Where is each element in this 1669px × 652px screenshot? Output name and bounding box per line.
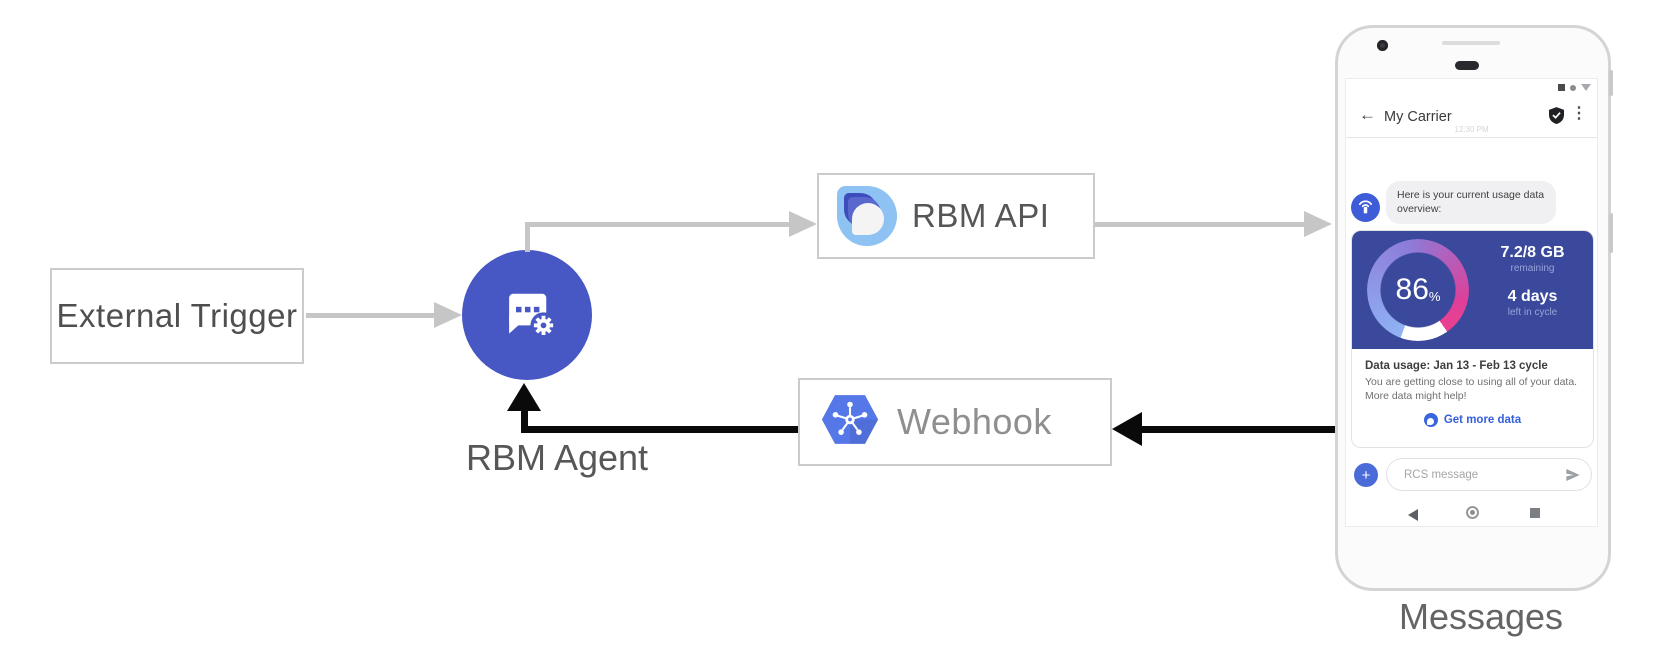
earpiece xyxy=(1455,61,1479,70)
power-button[interactable] xyxy=(1609,70,1613,96)
arrow-phone-to-webhook-line xyxy=(1142,426,1335,433)
arrow-trigger-to-agent-head xyxy=(434,302,462,328)
remaining-label: remaining xyxy=(1510,263,1555,274)
rbm-agent-node xyxy=(462,250,592,380)
usage-rich-card: 86% 7.2/8 GB remaining 4 days left in cy… xyxy=(1351,230,1594,448)
webhook-box: Webhook xyxy=(798,378,1112,466)
get-more-data-button[interactable]: Get more data xyxy=(1365,413,1580,428)
conversation-title: My Carrier xyxy=(1384,109,1452,125)
rcs-message-input[interactable] xyxy=(1402,467,1546,482)
agent-message-bubble: Here is your current usage data overview… xyxy=(1386,181,1556,224)
cycle-days-value: 4 days xyxy=(1507,288,1558,305)
usage-percent: 86% xyxy=(1395,273,1441,306)
usage-gauge-panel: 86% 7.2/8 GB remaining 4 days left in cy… xyxy=(1352,231,1593,349)
rbm-api-logo-icon xyxy=(837,186,897,246)
antenna-icon xyxy=(1355,195,1376,221)
attach-plus-button[interactable]: + xyxy=(1354,463,1378,487)
message-composer xyxy=(1386,458,1592,491)
webhook-label: Webhook xyxy=(897,401,1052,442)
status-screenshot-icon xyxy=(1558,84,1565,91)
get-more-data-label: Get more data xyxy=(1443,414,1522,427)
send-icon[interactable] xyxy=(1565,467,1581,488)
phone-screen: ← My Carrier ⋮ 12:30 PM xyxy=(1345,78,1598,527)
arrow-webhook-to-agent-hline xyxy=(521,426,798,433)
overflow-menu-icon[interactable]: ⋮ xyxy=(1571,105,1587,122)
usage-card-body: You are getting close to using all of yo… xyxy=(1365,376,1578,403)
cycle-days-label: left in cycle xyxy=(1507,307,1558,318)
status-signal-dot-icon xyxy=(1570,84,1576,91)
volume-button[interactable] xyxy=(1609,213,1613,253)
back-arrow-icon[interactable]: ← xyxy=(1359,105,1376,124)
external-trigger-box: External Trigger xyxy=(50,268,304,364)
verified-shield-icon xyxy=(1549,107,1564,129)
arrow-phone-to-webhook-head xyxy=(1112,412,1142,446)
header-divider xyxy=(1346,137,1597,138)
usage-stats: 7.2/8 GB remaining 4 days left in cycle xyxy=(1480,244,1585,318)
status-bar-icons xyxy=(1558,84,1591,91)
pubsub-hexagon-icon xyxy=(820,393,880,451)
nav-recents-button[interactable] xyxy=(1530,508,1540,518)
conversation-timestamp: 12:30 PM xyxy=(1454,125,1489,134)
usage-card-title: Data usage: Jan 13 - Feb 13 cycle xyxy=(1365,360,1548,372)
usage-card-info: Data usage: Jan 13 - Feb 13 cycle You ar… xyxy=(1352,349,1593,428)
external-trigger-label: External Trigger xyxy=(56,297,298,334)
phone-caption: Messages xyxy=(1398,596,1564,637)
usage-donut-gauge xyxy=(1367,239,1469,341)
home-dot-icon xyxy=(1470,510,1475,515)
rbm-api-box: RBM API xyxy=(817,173,1095,259)
agent-avatar xyxy=(1351,193,1380,222)
arrow-trigger-to-agent-line xyxy=(306,313,434,318)
nav-back-button[interactable] xyxy=(1408,509,1418,521)
rbm-agent-label: RBM Agent xyxy=(465,437,649,478)
chat-gear-icon xyxy=(494,280,560,351)
rbm-api-label: RBM API xyxy=(912,197,1050,234)
globe-icon xyxy=(1423,413,1438,428)
remaining-value: 7.2/8 GB xyxy=(1500,244,1565,261)
arrow-webhook-to-agent-head xyxy=(507,383,541,411)
arrow-agent-to-api-hline xyxy=(525,222,789,227)
arrow-webhook-to-agent-vline xyxy=(521,411,528,433)
arrow-agent-to-api-vline xyxy=(525,224,530,252)
arrow-api-to-phone-line xyxy=(1095,222,1304,227)
phone-mockup: ← My Carrier ⋮ 12:30 PM xyxy=(1335,25,1613,591)
nav-home-button[interactable] xyxy=(1466,506,1479,519)
arrow-agent-to-api-head xyxy=(789,211,817,237)
status-signal-triangle-icon xyxy=(1581,84,1591,91)
top-speaker-slit xyxy=(1442,41,1500,45)
arrow-api-to-phone-head xyxy=(1304,211,1332,237)
front-camera xyxy=(1377,40,1388,51)
